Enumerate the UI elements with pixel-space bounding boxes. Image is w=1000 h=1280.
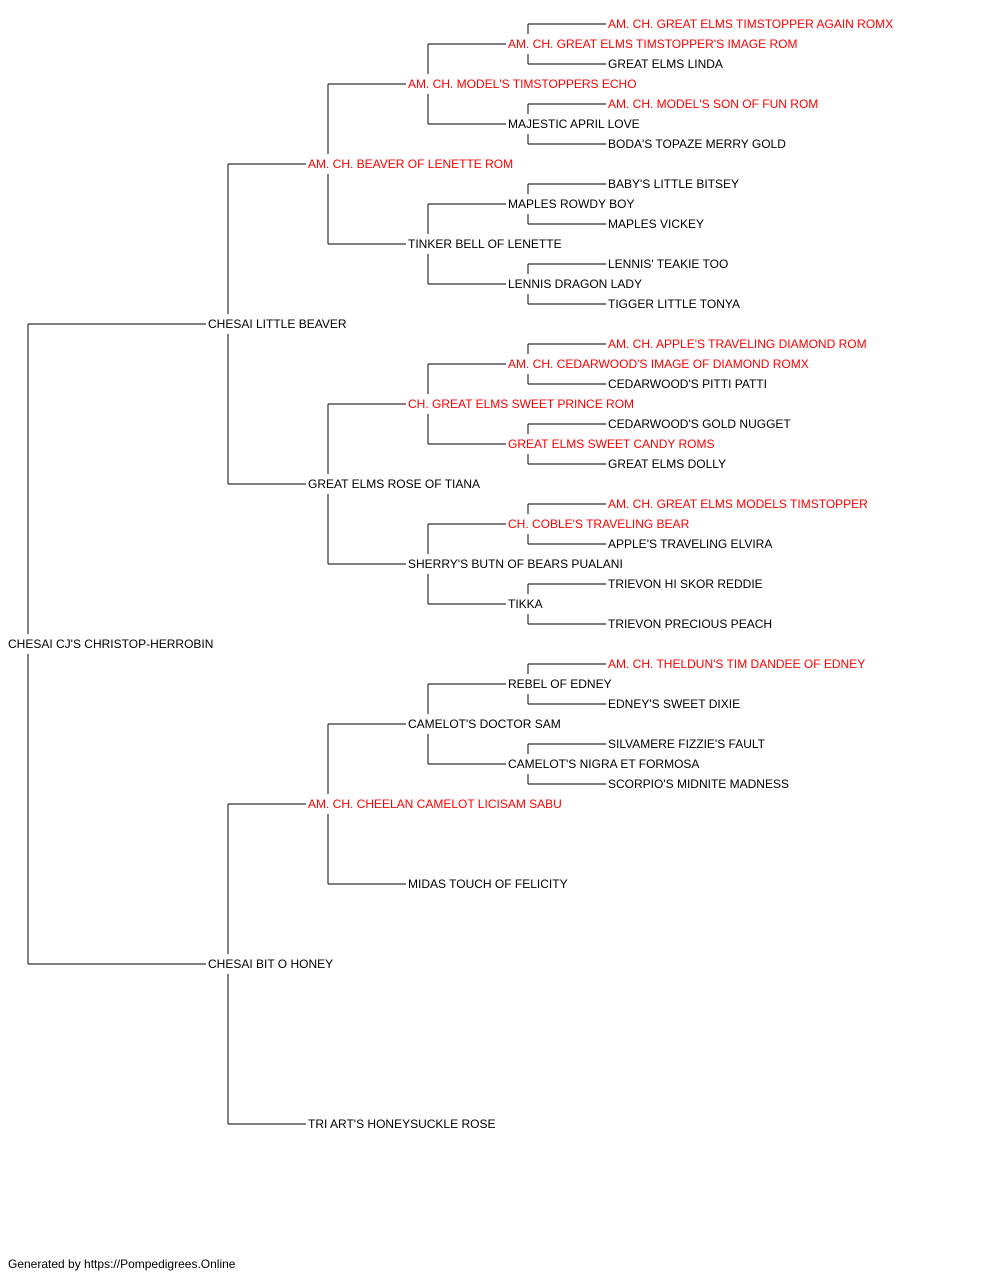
pedigree-node-sire-gen5: BABY'S LITTLE BITSEY <box>608 177 742 191</box>
pedigree-node-dam-gen5: TIGGER LITTLE TONYA <box>608 297 743 311</box>
pedigree-node-dam-gen5: SCORPIO'S MIDNITE MADNESS <box>608 777 791 791</box>
pedigree-node-sire-gen3: CH. GREAT ELMS SWEET PRINCE ROM <box>408 397 637 411</box>
pedigree-node-dam-gen5: BODA'S TOPAZE MERRY GOLD <box>608 137 788 151</box>
pedigree-node-dam-gen4: TIKKA <box>508 597 545 611</box>
pedigree-node-sire-gen5: AM. CH. MODEL'S SON OF FUN ROM <box>608 97 821 111</box>
pedigree-node-dam-gen1: CHESAI BIT O HONEY <box>208 957 336 971</box>
pedigree-node-dam-gen4: CAMELOT'S NIGRA ET FORMOSA <box>508 757 702 771</box>
pedigree-node-sire-gen4: CH. COBLE'S TRAVELING BEAR <box>508 517 692 531</box>
pedigree-node-dam-gen3: TINKER BELL OF LENETTE <box>408 237 564 251</box>
pedigree-node-sire-gen1: CHESAI LITTLE BEAVER <box>208 317 349 331</box>
pedigree-node-dam-gen5: CEDARWOOD'S PITTI PATTI <box>608 377 769 391</box>
pedigree-node-sire-gen5: SILVAMERE FIZZIE'S FAULT <box>608 737 767 751</box>
pedigree-node-dam-gen5: GREAT ELMS DOLLY <box>608 457 729 471</box>
pedigree-node-sire-gen5: TRIEVON HI SKOR REDDIE <box>608 577 765 591</box>
pedigree-node-sire-gen2: AM. CH. CHEELAN CAMELOT LICISAM SABU <box>308 797 564 811</box>
pedigree-node-dam-gen5: GREAT ELMS LINDA <box>608 57 725 71</box>
pedigree-node-dam-gen3: SHERRY'S BUTN OF BEARS PUALANI <box>408 557 625 571</box>
pedigree-node-sire-gen5: LENNIS' TEAKIE TOO <box>608 257 731 271</box>
pedigree-node-sire-gen5: CEDARWOOD'S GOLD NUGGET <box>608 417 793 431</box>
pedigree-node-sire-gen4: REBEL OF EDNEY <box>508 677 614 691</box>
pedigree-node-sire-gen4: AM. CH. GREAT ELMS TIMSTOPPER'S IMAGE RO… <box>508 37 800 51</box>
pedigree-node-dam-gen3: MIDAS TOUCH OF FELICITY <box>408 877 570 891</box>
generator-credit: Generated by https://Pompedigrees.Online <box>8 1257 236 1271</box>
pedigree-node-subject: CHESAI CJ'S CHRISTOP-HERROBIN <box>8 637 216 651</box>
pedigree-node-sire-gen3: CAMELOT'S DOCTOR SAM <box>408 717 563 731</box>
pedigree-node-dam-gen5: APPLE'S TRAVELING ELVIRA <box>608 537 775 551</box>
pedigree-node-dam-gen5: MAPLES VICKEY <box>608 217 707 231</box>
pedigree-node-dam-gen4: MAJESTIC APRIL LOVE <box>508 117 642 131</box>
pedigree-node-sire-gen4: AM. CH. CEDARWOOD'S IMAGE OF DIAMOND ROM… <box>508 357 811 371</box>
pedigree-node-dam-gen4: LENNIS DRAGON LADY <box>508 277 645 291</box>
pedigree-node-dam-gen2: GREAT ELMS ROSE OF TIANA <box>308 477 483 491</box>
pedigree-node-sire-gen5: AM. CH. GREAT ELMS TIMSTOPPER AGAIN ROMX <box>608 17 896 31</box>
pedigree-node-dam-gen2: TRI ART'S HONEYSUCKLE ROSE <box>308 1117 498 1131</box>
pedigree-node-dam-gen5: TRIEVON PRECIOUS PEACH <box>608 617 775 631</box>
pedigree-node-sire-gen4: MAPLES ROWDY BOY <box>508 197 637 211</box>
pedigree-node-dam-gen4: GREAT ELMS SWEET CANDY ROMS <box>508 437 717 451</box>
pedigree-node-sire-gen3: AM. CH. MODEL'S TIMSTOPPERS ECHO <box>408 77 639 91</box>
pedigree-node-sire-gen5: AM. CH. GREAT ELMS MODELS TIMSTOPPER <box>608 497 870 511</box>
pedigree-node-sire-gen2: AM. CH. BEAVER OF LENETTE ROM <box>308 157 516 171</box>
pedigree-node-dam-gen5: EDNEY'S SWEET DIXIE <box>608 697 743 711</box>
pedigree-node-sire-gen5: AM. CH. APPLE'S TRAVELING DIAMOND ROM <box>608 337 869 351</box>
pedigree-node-sire-gen5: AM. CH. THELDUN'S TIM DANDEE OF EDNEY <box>608 657 868 671</box>
